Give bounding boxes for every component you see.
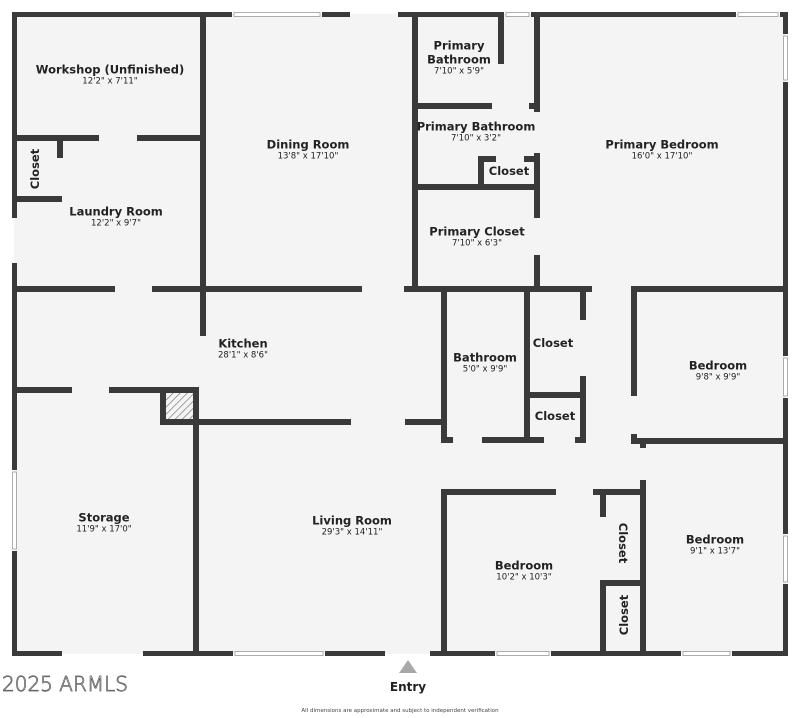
room-closet-bedroom-1: Closet — [616, 523, 630, 563]
room-primary-bathroom-2: Primary Bathroom 7'10" x 3'2" — [417, 120, 536, 145]
room-bedroom-3: Bedroom 9'1" x 13'7" — [686, 533, 744, 558]
room-dimensions: 10'2" x 10'3" — [496, 572, 552, 583]
watermark: 2025 ARMLS — [2, 672, 129, 697]
room-name: Dining Room — [266, 137, 350, 152]
room-dimensions: 16'0" x 17'10" — [631, 151, 693, 162]
room-closet-hall-2: Closet — [535, 409, 575, 423]
room-name: Storage — [78, 510, 130, 525]
room-dimensions: 29'3" x 14'11" — [321, 527, 383, 538]
room-dimensions: 9'8" x 9'9" — [695, 372, 741, 383]
room-name: Closet — [534, 409, 576, 423]
room-dimensions: 12'2" x 9'7" — [91, 218, 141, 229]
room-name-line2: Bathroom — [427, 52, 491, 67]
room-name: Bedroom — [688, 358, 748, 373]
room-dimensions: 7'10" x 5'9" — [434, 66, 484, 77]
room-dimensions: 7'10" x 6'3" — [452, 238, 502, 249]
room-primary-bedroom: Primary Bedroom 16'0" x 17'10" — [605, 138, 718, 163]
room-dimensions: 13'8" x 17'10" — [277, 151, 339, 162]
room-name: Primary Bathroom — [416, 119, 536, 134]
room-dining: Dining Room 13'8" x 17'10" — [267, 138, 350, 163]
room-name: Closet — [616, 522, 630, 564]
room-primary-closet: Primary Closet 7'10" x 6'3" — [429, 225, 524, 250]
room-name: Closet — [28, 148, 42, 190]
room-bedroom-1: Bedroom 9'8" x 9'9" — [689, 359, 747, 384]
room-bathroom: Bathroom 5'0" x 9'9" — [453, 351, 517, 376]
room-workshop: Workshop (Unfinished) 12'2" x 7'11" — [36, 63, 184, 88]
room-dimensions: 5'0" x 9'9" — [462, 364, 508, 375]
windows — [12, 12, 788, 656]
entry-label: Entry — [389, 680, 427, 694]
chimney-hatch — [166, 393, 193, 419]
room-bedroom-2: Bedroom 10'2" x 10'3" — [495, 559, 553, 584]
walls — [12, 12, 788, 656]
room-storage: Storage 11'9" x 17'0" — [76, 511, 131, 536]
room-name: Bedroom — [685, 532, 745, 547]
room-name: Bathroom — [453, 350, 517, 365]
room-name: Closet — [532, 336, 574, 350]
room-name: Closet — [617, 594, 631, 636]
room-closet-primary-bath: Closet — [489, 164, 529, 178]
room-name: Workshop (Unfinished) — [35, 62, 185, 77]
room-name: Primary Closet — [429, 224, 525, 239]
room-closet-laundry: Closet — [28, 149, 42, 189]
room-name: Living Room — [312, 513, 392, 528]
room-name: Closet — [488, 164, 530, 178]
room-primary-bathroom-1: Primary Bathroom 7'10" x 5'9" — [427, 39, 491, 78]
floor-area — [14, 14, 786, 654]
room-dimensions: 7'10" x 3'2" — [451, 133, 501, 144]
entry-arrow-icon — [399, 660, 417, 673]
room-dimensions: 11'9" x 17'0" — [76, 524, 132, 535]
room-dimensions: 28'1" x 8'6" — [218, 350, 268, 361]
room-dimensions: 9'1" x 13'7" — [690, 546, 740, 557]
room-closet-bedroom-2: Closet — [617, 595, 631, 635]
disclaimer: All dimensions are approximate and subje… — [301, 708, 499, 714]
room-name: Primary Bedroom — [605, 137, 719, 152]
room-name-line1: Primary — [433, 38, 485, 53]
room-kitchen: Kitchen 28'1" x 8'6" — [218, 337, 268, 362]
room-laundry: Laundry Room 12'2" x 9'7" — [69, 205, 163, 230]
room-name: Bedroom — [494, 558, 554, 573]
room-name: Laundry Room — [69, 204, 163, 219]
room-living: Living Room 29'3" x 14'11" — [312, 514, 392, 539]
room-dimensions: 12'2" x 7'11" — [82, 76, 138, 87]
room-name: Kitchen — [218, 336, 268, 351]
room-closet-hall-1: Closet — [533, 336, 573, 350]
